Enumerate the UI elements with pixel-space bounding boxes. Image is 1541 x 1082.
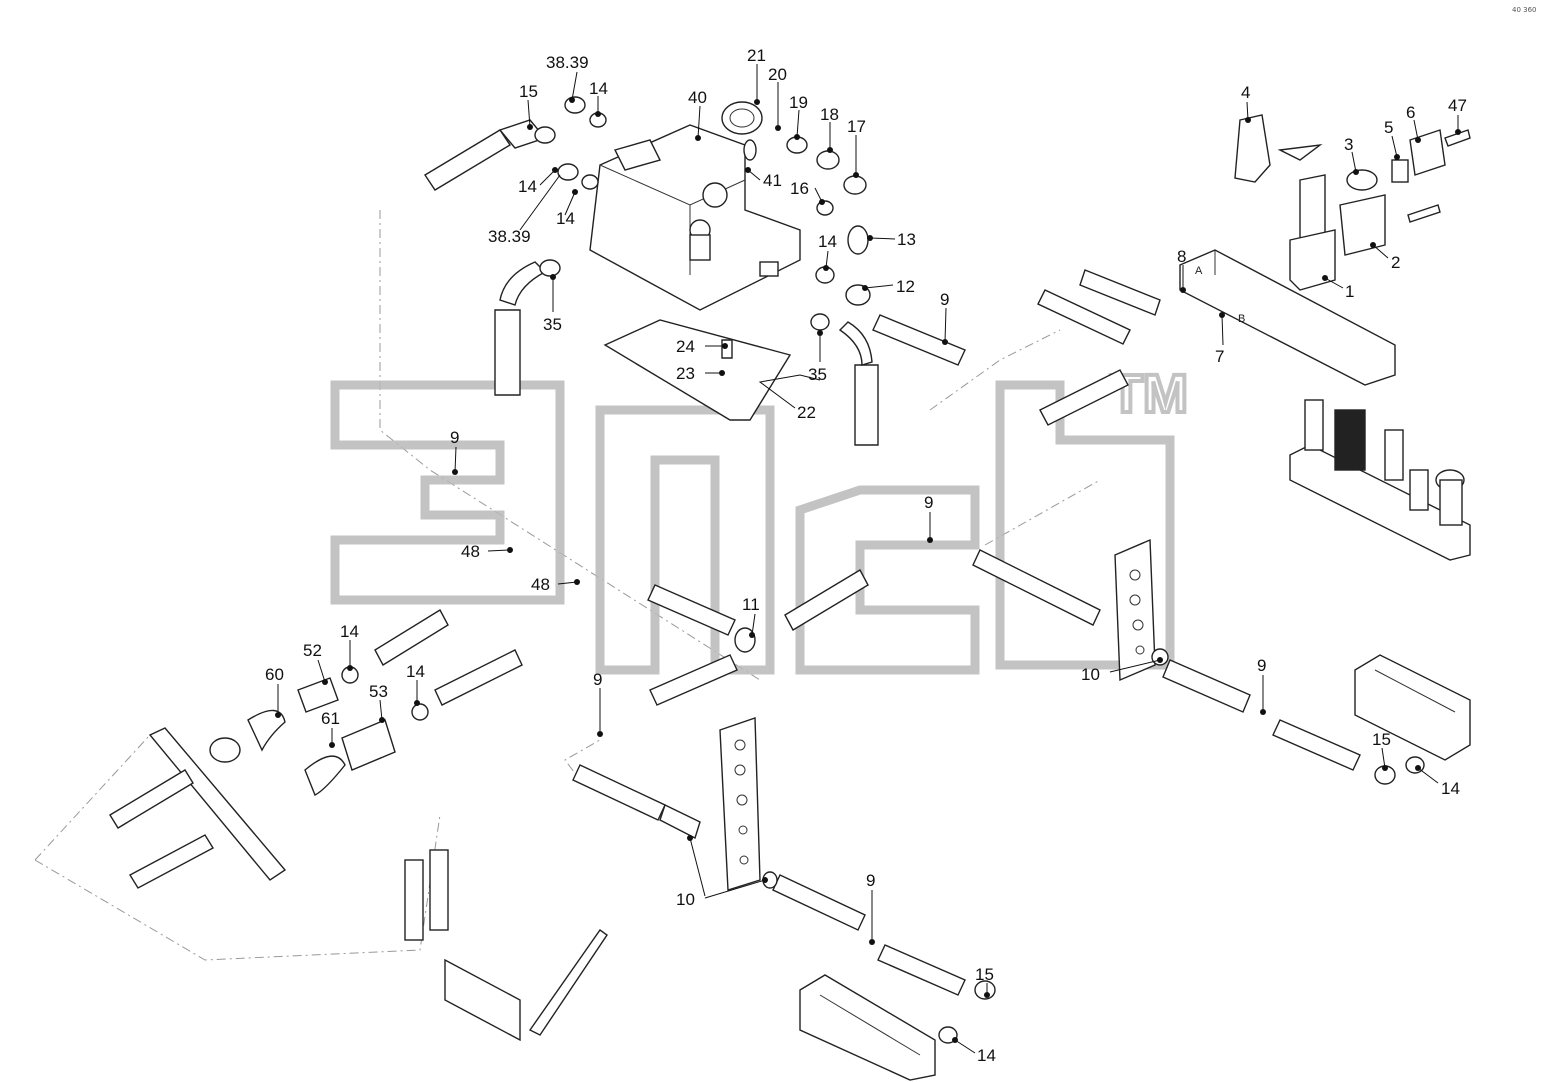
callout-23: 23	[676, 364, 695, 383]
callout-7: 7	[1215, 347, 1224, 366]
callout-13: 13	[897, 230, 916, 249]
valve-bank-lower-left	[404, 849, 608, 1042]
callout-9-top: 9	[940, 290, 949, 309]
callout-61: 61	[321, 709, 340, 728]
track-assembly-right	[1354, 654, 1471, 761]
mounting-plate	[603, 319, 792, 421]
valve-block	[589, 124, 801, 311]
callout-14-right: 14	[818, 232, 837, 251]
hose-assemblies-left	[247, 609, 523, 796]
callout-3: 3	[1344, 135, 1353, 154]
callout-14-left: 14	[518, 177, 537, 196]
callout-14-top: 14	[589, 79, 608, 98]
callout-4: 4	[1241, 83, 1250, 102]
callout-52: 52	[303, 641, 322, 660]
callout-8: 8	[1177, 247, 1186, 266]
callout-38-39-top: 38.39	[546, 53, 589, 72]
pressure-gauge	[721, 101, 763, 135]
callout-53: 53	[369, 682, 388, 701]
callout-14-bottom: 14	[977, 1046, 996, 1065]
bracket-bottom	[719, 717, 761, 891]
callout-41: 41	[763, 171, 782, 190]
callout-24: 24	[676, 337, 695, 356]
hose-assemblies-upper	[424, 119, 1161, 446]
callout-47: 47	[1448, 96, 1467, 115]
callout-14-hose: 14	[340, 622, 359, 641]
callout-9-bottom: 9	[866, 871, 875, 890]
callout-22: 22	[797, 403, 816, 422]
port-label-a: A	[1195, 265, 1203, 277]
callout-15-right: 15	[1372, 730, 1391, 749]
solenoid-valve-group	[1234, 114, 1471, 291]
callout-10-right: 10	[1081, 665, 1100, 684]
callout-9-lower: 9	[593, 670, 602, 689]
callout-11: 11	[742, 595, 760, 614]
callout-20: 20	[768, 65, 787, 84]
track-assembly-bottom	[799, 974, 936, 1081]
callout-17: 17	[847, 117, 866, 136]
callout-14-mid: 14	[556, 209, 575, 228]
callout-40: 40	[688, 88, 707, 107]
callout-21: 21	[747, 46, 766, 65]
callout-16: 16	[790, 179, 809, 198]
fittings-upper	[534, 96, 871, 331]
callout-10-bottom: 10	[676, 890, 695, 909]
port-label-b: B	[1238, 313, 1245, 325]
callout-35-mid: 35	[808, 365, 827, 384]
callout-60: 60	[265, 665, 284, 684]
callout-5: 5	[1384, 118, 1393, 137]
callout-14-farright: 14	[1441, 779, 1460, 798]
callout-2: 2	[1391, 253, 1400, 272]
callout-6: 6	[1406, 103, 1415, 122]
callout-38-39-bottom: 38.39	[488, 227, 531, 246]
callout-12: 12	[896, 277, 915, 296]
manifold-rail	[1179, 249, 1396, 386]
callout-48-b: 48	[531, 575, 550, 594]
watermark: TM	[330, 362, 1190, 675]
callout-15-bottom: 15	[975, 965, 994, 984]
callout-19: 19	[789, 93, 808, 112]
hose-assemblies-lower	[572, 764, 996, 1044]
callout-48-a: 48	[461, 542, 480, 561]
callout-14-lower: 14	[406, 662, 425, 681]
callout-leaders	[277, 64, 1459, 1054]
callout-9-center: 9	[924, 493, 933, 512]
callout-35-top: 35	[543, 315, 562, 334]
corner-mark: 40 360	[1512, 6, 1537, 14]
callout-18: 18	[820, 105, 839, 124]
callout-9-left: 9	[450, 428, 459, 447]
callout-labels: 38.39 14 15 40 21 20 19 18 17 41 16 14 1…	[265, 46, 1467, 1065]
callout-9-right: 9	[1257, 656, 1266, 675]
coupler-panel	[109, 727, 287, 889]
callout-dots	[275, 97, 1461, 1043]
manifold-assembly-right	[1289, 399, 1471, 561]
callout-15-top: 15	[519, 82, 538, 101]
callout-1: 1	[1345, 282, 1354, 301]
bracket-right	[1114, 538, 1156, 682]
